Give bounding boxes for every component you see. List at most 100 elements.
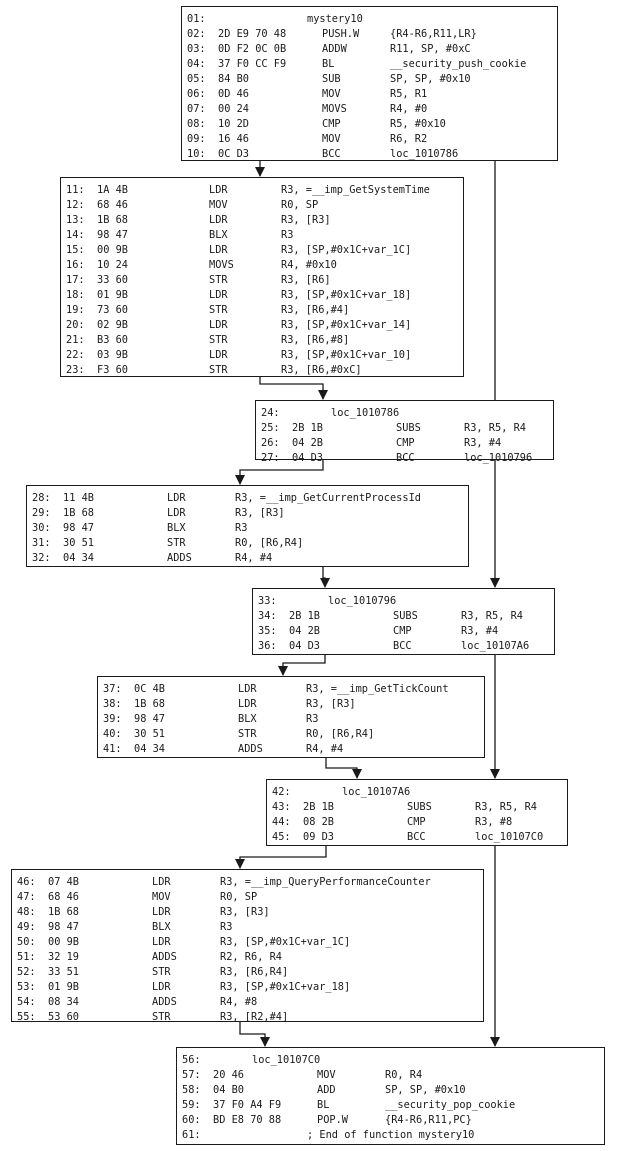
operands: R3, R5, R4 [475,801,537,813]
operands: R4, #4 [235,552,273,564]
line-number: 17: [66,274,85,286]
operands: R3, [R6] [281,274,331,286]
operands: R6, R2 [390,133,428,145]
opcode-bytes: 53 60 [48,1011,79,1023]
operands: R0, R4 [385,1069,423,1081]
opcode-bytes: 98 47 [97,229,128,241]
line-number: 19: [66,304,85,316]
mnemonic: STR [209,364,228,376]
line-number: 38: [103,698,122,710]
line-number: 54: [17,996,36,1008]
line-number: 04: [187,58,206,70]
operands: __security_push_cookie [390,58,527,70]
operands: R4, #8 [220,996,258,1008]
operands: R3, [SP,#0x1C+var_18] [220,981,351,993]
line-number: 11: [66,184,85,196]
line-number: 41: [103,743,122,755]
operands: SP, SP, #0x10 [385,1084,466,1096]
line-number: 53: [17,981,36,993]
opcode-bytes: 2B 1B [289,610,320,622]
opcode-bytes: 00 9B [48,936,79,948]
operands: R3, R5, R4 [464,422,526,434]
line-number: 51: [17,951,36,963]
line-number: 02: [187,28,206,40]
line-number: 26: [261,437,280,449]
mnemonic: ADDS [238,743,263,755]
edge-b7-b8 [235,846,327,869]
mnemonic: BCC [322,148,341,160]
mnemonic: BLX [238,713,257,725]
mnemonic: CMP [407,816,426,828]
operands: R3, =__imp_GetTickCount [306,683,449,695]
opcode-bytes: 1A 4B [97,184,128,196]
opcode-bytes: 84 B0 [218,73,249,85]
mnemonic: SUBS [407,801,432,813]
line-number: 48: [17,906,36,918]
opcode-bytes: 2D E9 70 48 [218,28,287,40]
opcode-bytes: 33 60 [97,274,128,286]
mnemonic: LDR [152,906,171,918]
mnemonic: STR [152,1011,171,1023]
opcode-bytes: 01 9B [48,981,79,993]
line-number: 42: [272,786,291,798]
operands: R4, #4 [306,743,344,755]
opcode-bytes: 98 47 [48,921,79,933]
line-number: 12: [66,199,85,211]
operands: R3, [SP,#0x1C+var_1C] [220,936,351,948]
operands: R3, =__imp_GetCurrentProcessId [235,492,421,504]
operands: R3, #4 [461,625,499,637]
operands: R3, =__imp_QueryPerformanceCounter [220,876,431,888]
opcode-bytes: 98 47 [134,713,165,725]
mnemonic: CMP [322,118,341,130]
line-number: 45: [272,831,291,843]
operands: R3 [220,921,233,933]
opcode-bytes: B3 60 [97,334,128,346]
line-number: 44: [272,816,291,828]
operands: R0, SP [281,199,319,211]
asm-line: 24:loc_1010786 [256,406,551,421]
opcode-bytes: 0C 4B [134,683,165,695]
operands: R3, [R3] [306,698,356,710]
line-number: 14: [66,229,85,241]
mnemonic: LDR [167,507,186,519]
block-label: loc_10107C0 [252,1054,321,1066]
operands: R0, [R6,R4] [306,728,375,740]
line-number: 32: [32,552,51,564]
operands: R3, [R3] [220,906,270,918]
line-number: 13: [66,214,85,226]
asm-line: 42:loc_10107A6 [267,785,565,800]
opcode-bytes: 1B 68 [63,507,94,519]
edge-b3-b4 [235,460,324,485]
line-number: 49: [17,921,36,933]
line-number: 46: [17,876,36,888]
mnemonic: MOVS [322,103,347,115]
opcode-bytes: 08 34 [48,996,79,1008]
operands: loc_10107A6 [461,640,530,652]
operands: {R4-R6,R11,LR} [390,28,477,40]
comment-text: ; End of function mystery10 [307,1129,475,1141]
opcode-bytes: 04 34 [63,552,94,564]
mnemonic: MOV [317,1069,336,1081]
mnemonic: BCC [396,452,415,464]
